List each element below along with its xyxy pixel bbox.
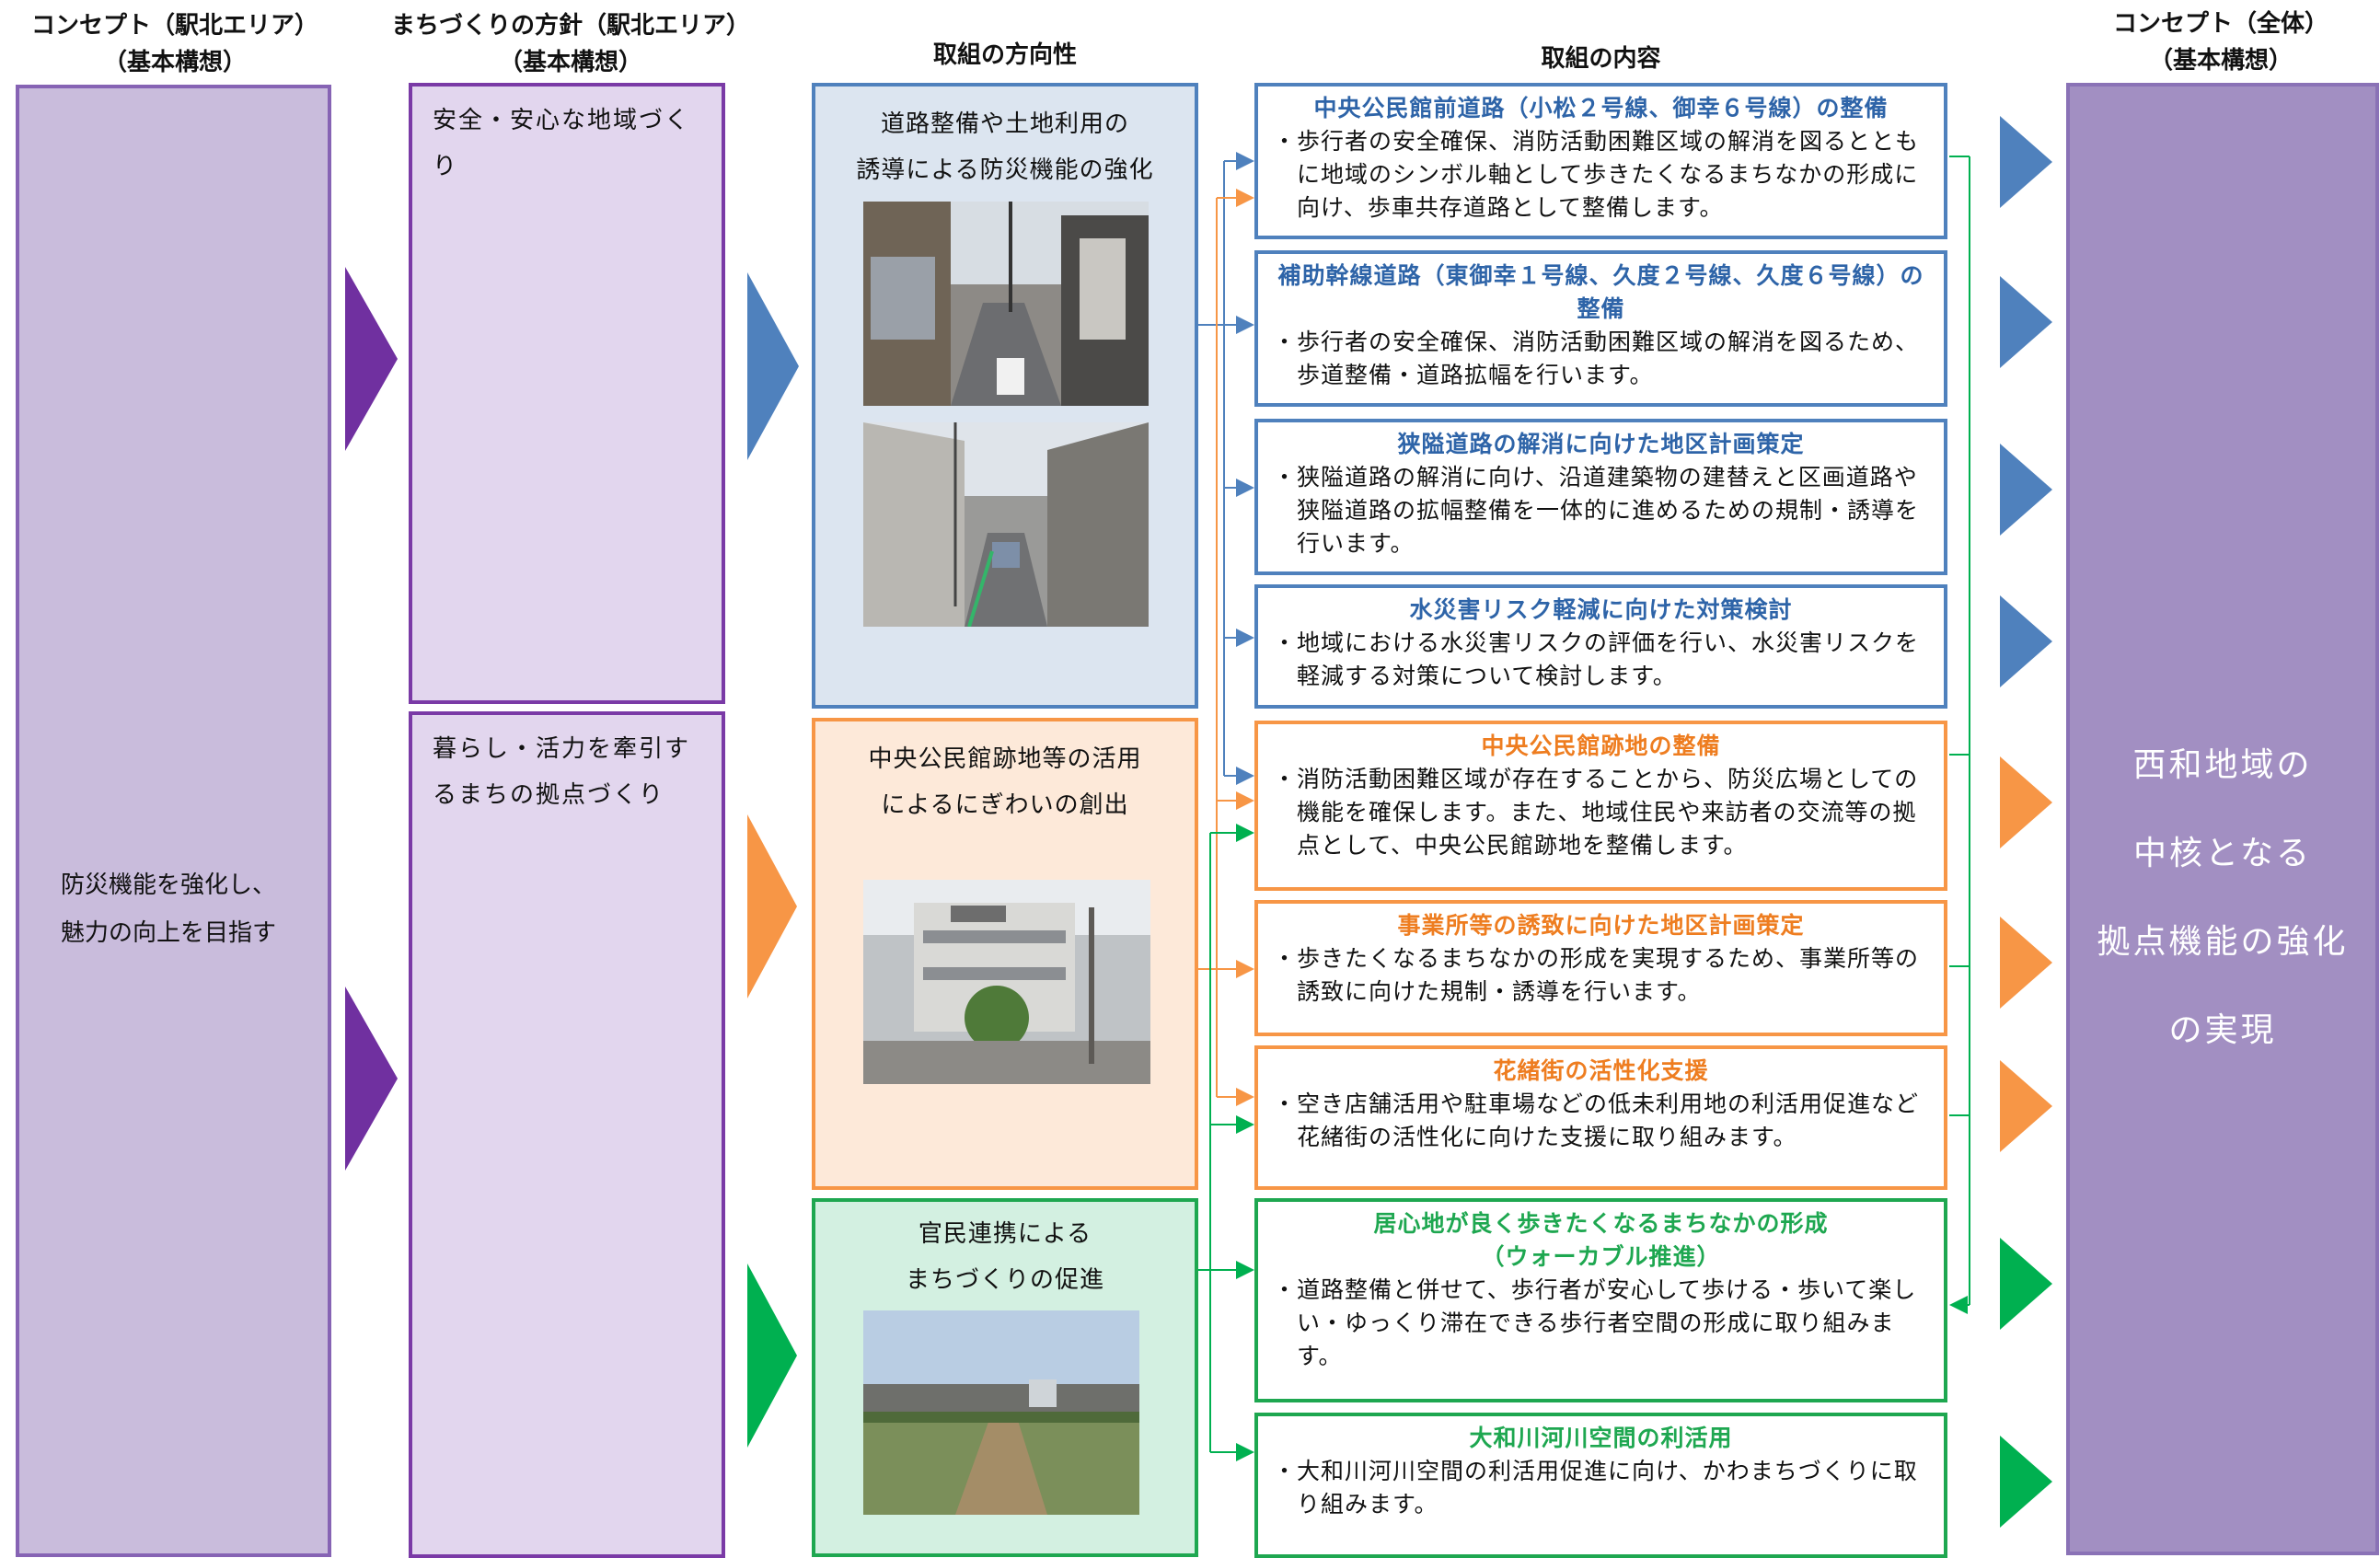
concept-all-text: 西和地域の 中核となる 拠点機能の強化 の実現 [2097, 746, 2349, 1049]
item-business-attraction: 事業所等の誘致に向けた地区計画策定 ・歩きたくなるまちなかの形成を実現するため、… [1254, 900, 1947, 1036]
blue-arrow-item-4 [2000, 595, 2052, 687]
concept-north-text: 防災機能を強化し、 魅力の向上を目指す [61, 871, 277, 947]
orange-arrow-item-2 [2000, 917, 2052, 1009]
direction-box-partnership: 官民連携による まちづくりの促進 [812, 1198, 1198, 1557]
blue-arrow-item-3 [2000, 444, 2052, 536]
item-road-front: 中央公民館前道路（小松２号線、御幸６号線）の整備 ・歩行者の安全確保、消防活動困… [1254, 83, 1947, 239]
policy-box-safety: 安全・安心な地域づくり [409, 83, 725, 704]
narrow-road-photo [863, 422, 1149, 627]
header-direction: 取組の方向性 [932, 41, 1077, 69]
blue-arrow-direction [747, 272, 799, 460]
item-flood-risk: 水災害リスク軽減に向けた対策検討 ・地域における水災害リスクの評価を行い、水災害… [1254, 584, 1947, 709]
item-walkable: 居心地が良く歩きたくなるまちなかの形成 （ウォーカブル推進） ・道路整備と併せて… [1254, 1198, 1947, 1402]
orange-arrow-item-3 [2000, 1060, 2052, 1152]
street-photo [863, 202, 1149, 406]
orange-connectors [1198, 189, 1254, 1106]
direction-box-vitality: 中央公民館跡地等の活用 によるにぎわいの創出 [812, 718, 1198, 1190]
item-auxiliary-road: 補助幹線道路（東御幸１号線、久度２号線、久度６号線）の整備 ・歩行者の安全確保、… [1254, 250, 1947, 407]
item-hall-site: 中央公民館跡地の整備 ・消防活動困難区域が存在することから、防災広場としての機能… [1254, 721, 1947, 891]
blue-connectors [1198, 152, 1254, 785]
policy-box-hub: 暮らし・活力を牽引するまちの拠点づくり [409, 711, 725, 1558]
direction-box-disaster: 道路整備や土地利用の 誘導による防災機能の強化 [812, 83, 1198, 709]
header-concept-north: コンセプト（駅北エリア） （基本構想） [30, 12, 318, 76]
blue-arrow-item-2 [2000, 276, 2052, 368]
community-hall-photo [863, 880, 1150, 1084]
green-arrow-item-2 [2000, 1436, 2052, 1528]
purple-arrow-2 [345, 987, 398, 1171]
green-arrow-item-1 [2000, 1238, 2052, 1330]
purple-arrow-1 [345, 267, 398, 451]
header-concept-all: コンセプト（全体） （基本構想） [2112, 10, 2328, 75]
green-connectors [1198, 156, 1970, 1461]
item-narrow-road: 狭隘道路の解消に向けた地区計画策定 ・狭隘道路の解消に向け、沿道建築物の建替えと… [1254, 419, 1947, 575]
header-content: 取組の内容 [1541, 45, 1661, 73]
blue-arrow-item-1 [2000, 116, 2052, 208]
orange-arrow-item-1 [2000, 756, 2052, 848]
item-hanaomachi: 花緒街の活性化支援 ・空き店舗活用や駐車場などの低未利用地の利活用促進など花緒街… [1254, 1045, 1947, 1190]
orange-arrow-direction [747, 814, 797, 998]
river-photo [863, 1310, 1139, 1515]
header-policy: まちづくりの方針（駅北エリア） （基本構想） [390, 12, 750, 76]
concept-all-box: 西和地域の 中核となる 拠点機能の強化 の実現 [2066, 83, 2379, 1555]
concept-north-box: 防災機能を強化し、 魅力の向上を目指す [16, 85, 331, 1557]
green-arrow-direction [747, 1264, 797, 1448]
